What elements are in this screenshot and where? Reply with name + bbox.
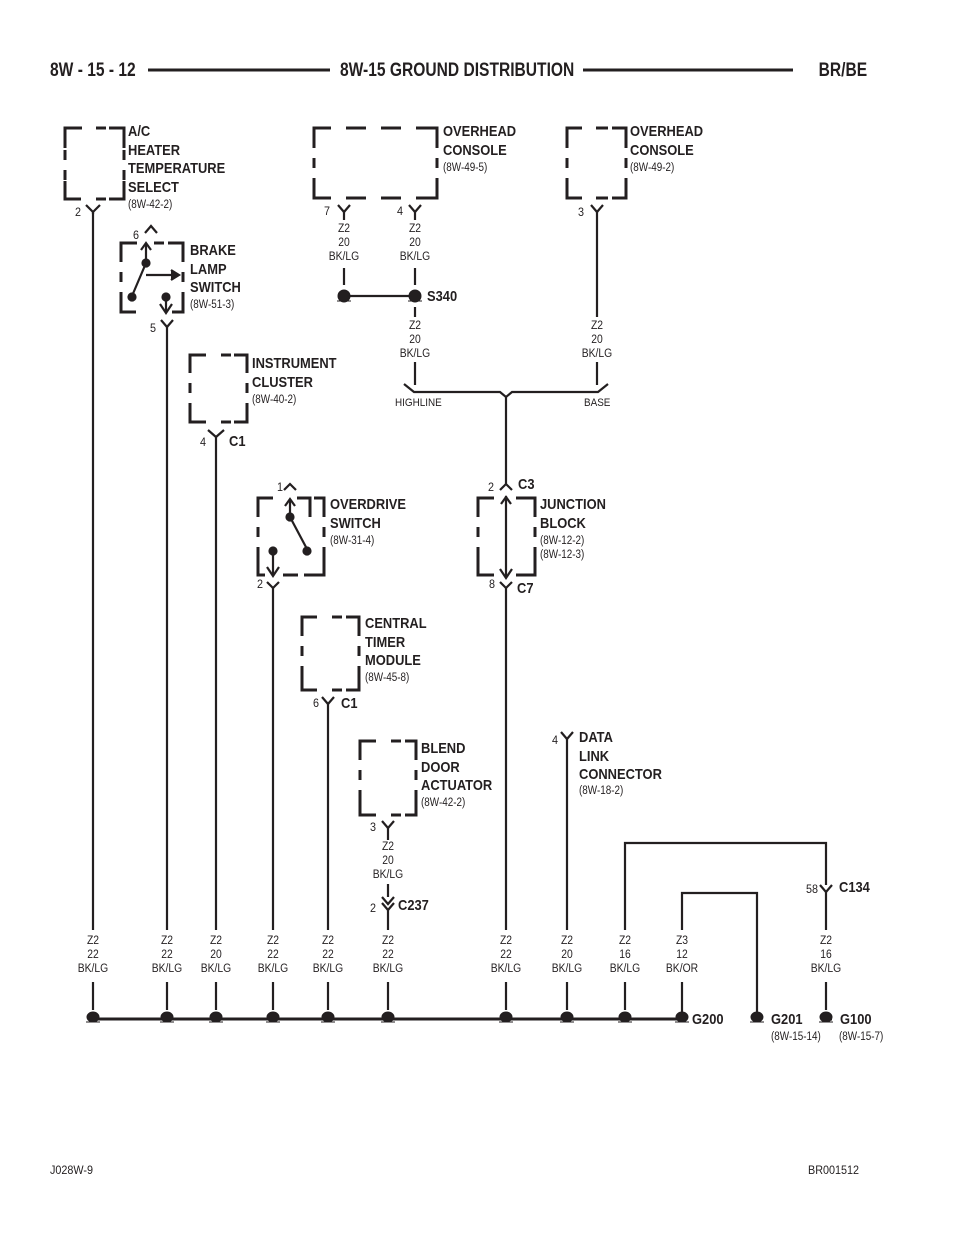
model-code: BR/BE	[818, 60, 867, 81]
brake-lamp-switch-pin-top: 6	[133, 228, 140, 242]
ground-dot	[209, 1011, 223, 1023]
ground-g201-ref: (8W-15-14)	[771, 1031, 821, 1043]
overhead-console-1-pin-4: 4	[397, 204, 404, 218]
ground-dot	[499, 1011, 513, 1023]
instrument-cluster-connector: C1	[229, 433, 246, 450]
instrument-cluster-label: INSTRUMENT CLUSTER	[252, 355, 337, 391]
c134-label: C134	[839, 879, 870, 896]
ac-heater-ref: (8W-42-2)	[128, 199, 173, 211]
overhead-console-1-ref: (8W-49-5)	[443, 162, 488, 174]
overdrive-switch-label: OVERDRIVE SWITCH	[330, 496, 406, 532]
overdrive-switch-pin-bottom: 2	[257, 577, 264, 591]
blend-door-label: BLEND DOOR ACTUATOR	[421, 740, 493, 794]
ground-dot	[750, 1011, 764, 1023]
ground-dot	[560, 1011, 574, 1023]
ground-dot	[819, 1011, 833, 1023]
ground-g100-ref: (8W-15-7)	[839, 1031, 884, 1043]
option-highline: HIGHLINE	[395, 397, 442, 409]
page-title: 8W-15 GROUND DISTRIBUTION	[340, 60, 575, 81]
wires	[91, 212, 828, 1018]
ground-dot	[160, 1011, 174, 1023]
instrument-cluster-ref: (8W-40-2)	[252, 394, 297, 406]
brake-lamp-switch-pin-bottom: 5	[150, 321, 157, 335]
ground-dot	[321, 1011, 335, 1023]
ground-g201: G201	[771, 1011, 803, 1028]
data-link-ref: (8W-18-2)	[579, 785, 624, 797]
overhead-console-2-pin: 3	[578, 205, 585, 219]
junction-block-ref-2: (8W-12-3)	[540, 549, 585, 561]
junction-block-ref-1: (8W-12-2)	[540, 535, 585, 547]
central-timer-ref: (8W-45-8)	[365, 672, 410, 684]
blend-door-ref: (8W-42-2)	[421, 797, 466, 809]
ground-g200: G200	[692, 1011, 724, 1028]
instrument-cluster-pin: 4	[200, 435, 207, 449]
option-bracket	[403, 383, 609, 399]
blend-door-pin: 3	[370, 820, 377, 834]
brake-lamp-switch-ref: (8W-51-3)	[190, 299, 235, 311]
brake-lamp-switch-label: BRAKE LAMP SWITCH	[190, 242, 241, 296]
ground-g100: G100	[840, 1011, 872, 1028]
option-base: BASE	[584, 397, 611, 409]
switch-contacts	[127, 241, 513, 580]
ground-dot	[675, 1011, 689, 1023]
central-timer-connector: C1	[341, 695, 358, 712]
overhead-console-1-label: OVERHEAD CONSOLE	[443, 123, 517, 159]
overhead-console-1-pin-7: 7	[324, 204, 331, 218]
overhead-console-2-ref: (8W-49-2)	[630, 162, 675, 174]
footer-left-code: J028W-9	[50, 1163, 94, 1177]
ground-dot	[618, 1011, 632, 1023]
central-timer-pin: 6	[313, 696, 320, 710]
footer-right-code: BR001512	[808, 1163, 860, 1177]
ground-dot	[381, 1011, 395, 1023]
overdrive-switch-pin-top: 1	[277, 480, 284, 494]
s340-label: S340	[427, 288, 458, 305]
splice-dot	[408, 289, 422, 303]
data-link-pin: 4	[552, 733, 559, 747]
junction-block-pin-bottom: 8	[489, 577, 496, 591]
overhead-console-2-label: OVERHEAD CONSOLE	[630, 123, 704, 159]
c134-pin: 58	[806, 882, 819, 896]
junction-block-label: JUNCTION BLOCK	[540, 496, 606, 532]
junction-block-connector-top: C3	[518, 476, 535, 493]
junction-block-pin-top: 2	[488, 480, 495, 494]
ground-dot	[86, 1011, 100, 1023]
page-id: 8W - 15 - 12	[50, 60, 136, 81]
component-boxes	[63, 126, 628, 817]
data-link-label: DATA LINK CONNECTOR	[579, 729, 662, 783]
overdrive-switch-ref: (8W-31-4)	[330, 535, 375, 547]
splice-dot	[337, 289, 351, 303]
c237-pin: 2	[370, 901, 377, 915]
ac-heater-pin: 2	[75, 205, 82, 219]
ground-dot	[266, 1011, 280, 1023]
c237-label: C237	[398, 897, 429, 914]
central-timer-label: CENTRAL TIMER MODULE	[365, 615, 427, 669]
junction-block-connector-bottom: C7	[517, 580, 534, 597]
ac-heater-label: A/C HEATER TEMPERATURE SELECT	[128, 123, 226, 196]
